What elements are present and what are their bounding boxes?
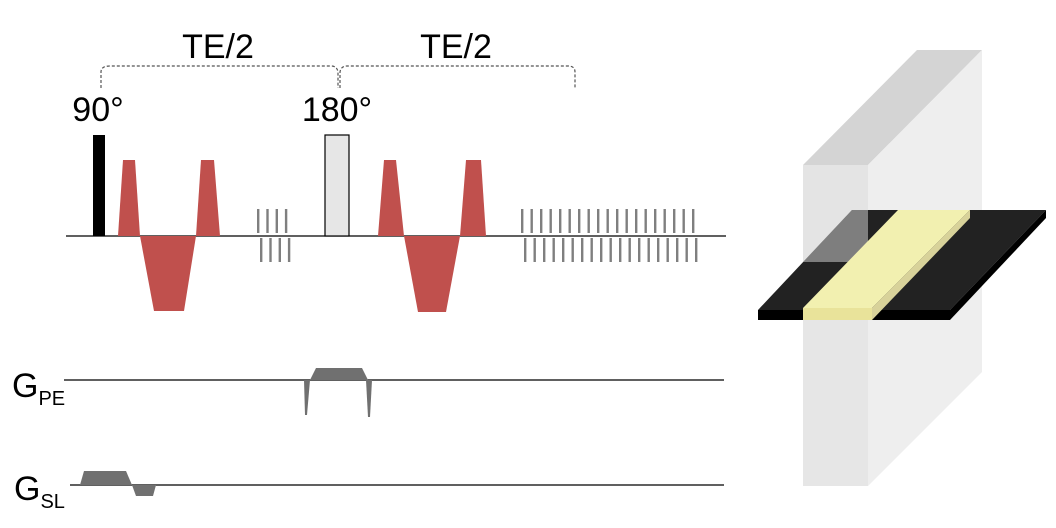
adc-sample-line	[578, 209, 581, 233]
adc-sample-line	[635, 209, 638, 233]
g-sl-label-main: G	[14, 470, 40, 508]
adc-sample-line	[581, 238, 584, 262]
readout-gradient-2	[378, 160, 486, 312]
yellow-strip-right	[872, 210, 970, 320]
adc-sample-line	[619, 238, 622, 262]
g-sl-label-subscript: SL	[40, 491, 64, 513]
adc-sample-line	[647, 238, 650, 262]
slab-illustration	[758, 50, 1046, 486]
block-overlay-top	[803, 210, 868, 262]
gradient-lobe	[460, 160, 486, 236]
pulse-180-label: 180°	[302, 91, 372, 129]
g-pe-label: GPE	[12, 367, 65, 410]
adc-sample-line	[587, 209, 590, 233]
gradient-lobe	[140, 236, 196, 311]
te-bracket-1	[100, 65, 339, 88]
adc-sample-line	[530, 209, 533, 233]
adc-sample-line	[278, 238, 281, 262]
g-sl-gradient	[80, 471, 156, 496]
te-brackets	[100, 65, 576, 88]
adc-sample-line	[676, 238, 679, 262]
te-bracket-2	[339, 65, 576, 88]
adc-sample-line	[597, 209, 600, 233]
gradient-lobe	[196, 160, 220, 236]
adc-sample-line	[266, 209, 269, 233]
adc-sample-line	[284, 209, 288, 233]
readout-gradient-1	[118, 160, 220, 311]
g-pe-gradient	[304, 368, 372, 417]
adc-sample-line	[543, 238, 546, 262]
adc-sample-line	[616, 209, 619, 233]
gradient-lobe	[378, 160, 404, 236]
adc-sample-line	[638, 238, 641, 262]
adc-sample-line	[571, 238, 574, 262]
adc-sample-line	[257, 209, 260, 233]
adc-sample-line	[600, 238, 603, 262]
g-pe-label-main: G	[12, 367, 38, 405]
adc-lines-1	[257, 209, 291, 262]
yellow-strip-top	[803, 210, 970, 308]
g-sl-lobe-positive	[80, 471, 132, 485]
g-pe-lobe-left	[304, 380, 310, 415]
adc-sample-line	[549, 209, 552, 233]
slab-right-edge	[950, 210, 1046, 320]
adc-sample-line	[663, 209, 666, 233]
adc-sample-line	[644, 209, 647, 233]
rf-180-pulse	[324, 134, 350, 237]
adc-sample-line	[568, 209, 571, 233]
gradient-lobe	[118, 160, 140, 236]
adc-sample-line	[685, 238, 688, 262]
g-sl-label: GSL	[14, 470, 65, 513]
adc-sample-line	[673, 209, 676, 233]
adc-sample-line	[625, 209, 628, 233]
adc-sample-line	[521, 209, 524, 233]
adc-sample-line	[260, 238, 263, 262]
yellow-strip-front	[803, 308, 872, 320]
te-half-label-1: TE/2	[182, 28, 254, 66]
rf-90-pulse	[93, 135, 105, 236]
g-pe-lobe-top	[310, 368, 368, 380]
g-pe-lobe-right	[366, 380, 372, 417]
adc-sample-line	[657, 238, 660, 262]
block-top-face	[803, 50, 982, 165]
adc-sample-line	[540, 209, 543, 233]
adc-sample-line	[287, 238, 291, 262]
adc-sample-line	[552, 238, 555, 262]
g-pe-label-subscript: PE	[38, 388, 65, 410]
adc-sample-line	[559, 209, 562, 233]
adc-sample-line	[609, 238, 612, 262]
adc-sample-line	[524, 238, 527, 262]
adc-sample-line	[666, 238, 669, 262]
adc-sample-line	[692, 209, 695, 233]
adc-sample-line	[269, 238, 272, 262]
adc-sample-line	[562, 238, 565, 262]
adc-lines-2	[521, 209, 698, 262]
adc-sample-line	[682, 209, 685, 233]
pulse-90-label: 90°	[72, 91, 123, 129]
adc-sample-line	[606, 209, 609, 233]
adc-sample-line	[628, 238, 631, 262]
gradient-lobe	[404, 236, 460, 312]
g-sl-lobe-negative	[132, 485, 156, 496]
adc-sample-line	[275, 209, 278, 233]
te-half-label-2: TE/2	[420, 28, 492, 66]
adc-sample-line	[590, 238, 593, 262]
block-front-overlay	[803, 320, 868, 486]
adc-sample-line	[654, 209, 657, 233]
adc-sample-line	[695, 238, 698, 262]
adc-sample-line	[533, 238, 536, 262]
